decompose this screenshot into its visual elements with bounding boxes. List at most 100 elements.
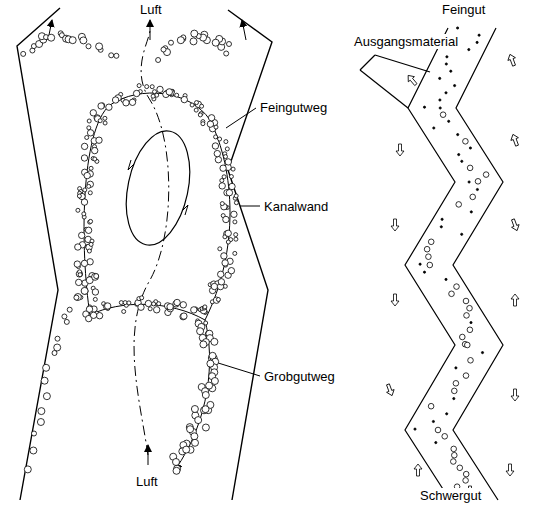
feed-tube — [360, 55, 375, 70]
part-label: Schwergut — [418, 488, 483, 503]
particle — [200, 104, 204, 108]
particle — [454, 85, 456, 87]
flow-arrow — [511, 389, 519, 401]
particle — [43, 393, 50, 400]
part-label: Ausgangsmaterial — [352, 34, 460, 49]
particle — [234, 233, 238, 237]
particle — [96, 313, 102, 319]
particle — [180, 302, 186, 308]
particle — [80, 37, 87, 44]
leader-line — [215, 362, 260, 376]
particle — [218, 247, 222, 251]
particle — [145, 85, 149, 89]
particle — [106, 104, 112, 110]
particle — [214, 150, 220, 156]
particle — [76, 279, 82, 285]
particle — [442, 434, 448, 440]
particle — [32, 431, 37, 436]
particle — [202, 392, 209, 399]
particle — [475, 179, 481, 185]
particle — [138, 304, 144, 310]
particle — [191, 307, 197, 313]
particle — [468, 181, 470, 183]
particle — [456, 202, 462, 208]
particle — [157, 86, 163, 92]
particle — [94, 274, 99, 279]
particle — [177, 37, 184, 44]
particle — [229, 175, 233, 179]
particle — [428, 403, 434, 409]
fine-path — [84, 93, 230, 320]
particle — [203, 305, 207, 309]
particle — [216, 298, 220, 302]
part-label: Feingut — [440, 2, 487, 17]
particle — [446, 413, 448, 415]
particle — [81, 155, 87, 161]
particle — [30, 447, 37, 454]
particle — [96, 137, 102, 143]
particle — [465, 342, 471, 348]
flow-arrow — [506, 464, 514, 476]
particle — [463, 298, 469, 304]
particle — [81, 199, 87, 205]
particle — [87, 181, 93, 187]
particle — [54, 344, 61, 351]
particle — [87, 119, 91, 123]
particle — [218, 279, 224, 285]
particle — [76, 208, 80, 212]
particle — [439, 99, 441, 101]
particle — [225, 159, 231, 165]
flow-arrow — [405, 73, 419, 87]
particle — [81, 287, 88, 294]
particle — [440, 112, 446, 118]
part-label: Feingutweg — [258, 100, 329, 115]
particle — [200, 341, 207, 348]
particle — [109, 53, 114, 58]
particle — [445, 92, 447, 94]
flow-arrow — [391, 219, 399, 231]
particle — [86, 306, 92, 312]
particle — [114, 53, 119, 58]
particle — [470, 194, 476, 200]
particle — [191, 406, 198, 413]
particle — [423, 106, 425, 108]
particle — [423, 271, 425, 273]
particle — [208, 115, 214, 121]
particle — [463, 139, 469, 145]
particle — [181, 96, 187, 102]
particle — [190, 38, 197, 45]
particle — [173, 459, 180, 466]
particle — [174, 299, 180, 305]
particle — [90, 110, 96, 116]
particle — [98, 103, 104, 109]
particle — [419, 263, 421, 265]
particle — [457, 27, 459, 29]
particle — [226, 240, 230, 244]
channel-wall — [228, 10, 272, 500]
particle — [224, 51, 229, 56]
flow-arrow — [391, 294, 399, 306]
particle — [67, 307, 72, 312]
particle — [461, 233, 463, 235]
particle — [90, 312, 96, 318]
part-label: Luft — [134, 474, 160, 489]
particle — [440, 226, 442, 228]
particle — [154, 307, 160, 313]
particle — [441, 218, 443, 220]
particle — [191, 30, 198, 37]
channel-wall — [405, 28, 455, 500]
particle — [150, 85, 154, 89]
particle — [175, 93, 179, 97]
particle — [212, 143, 218, 149]
particle — [213, 297, 219, 303]
particle — [233, 220, 237, 224]
particle — [83, 188, 87, 192]
particle — [221, 253, 227, 259]
particle — [88, 220, 92, 224]
particle — [476, 41, 478, 43]
vortex-arrow — [182, 205, 188, 215]
particle — [207, 121, 213, 127]
particle — [448, 120, 450, 122]
particle — [48, 34, 55, 41]
vortex-arrow — [128, 160, 134, 170]
